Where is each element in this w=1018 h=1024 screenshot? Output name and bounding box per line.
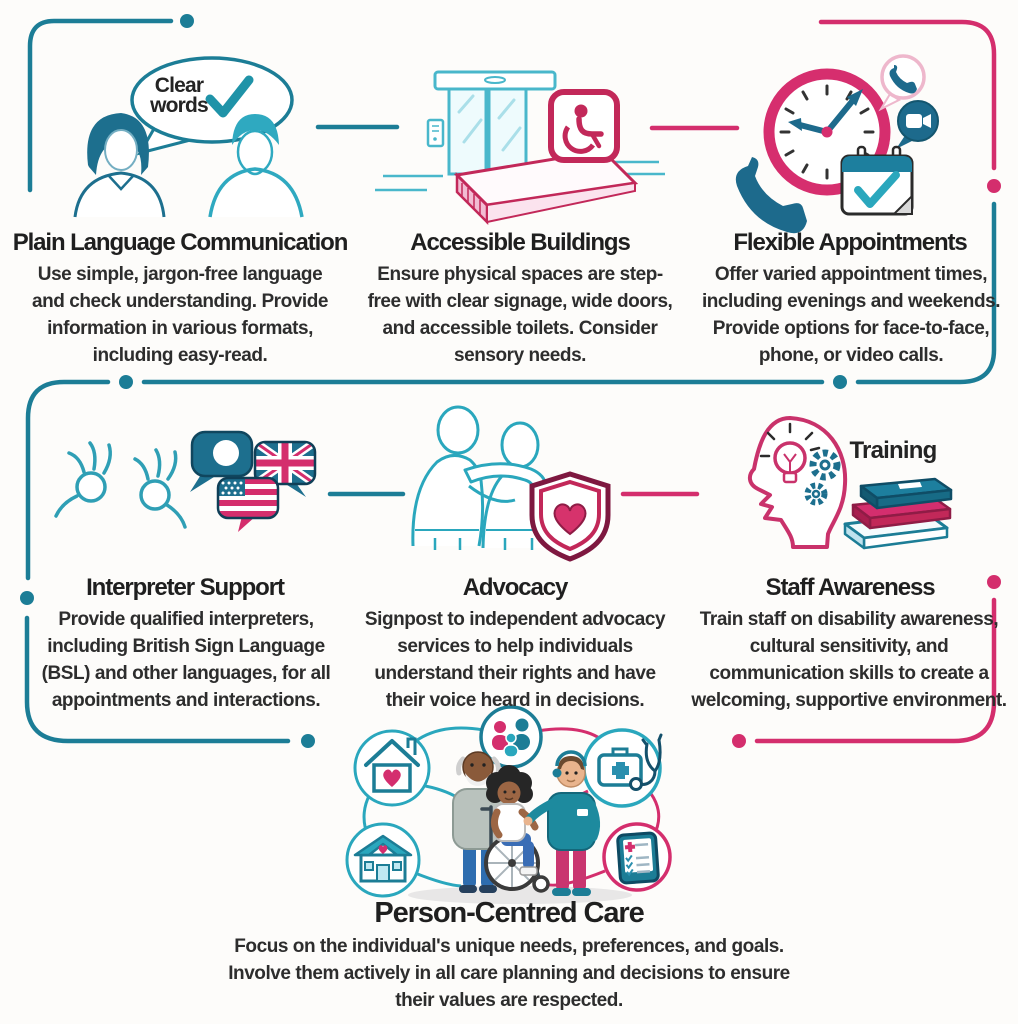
keypad-icon xyxy=(426,118,445,148)
section-body-staff-awareness: Train staff on disability awareness, cul… xyxy=(691,609,1007,711)
flexible-appointments-icon xyxy=(735,54,939,234)
stethoscope-icon xyxy=(629,733,663,791)
carer-figure xyxy=(523,750,601,896)
chat-bubble-icon xyxy=(190,430,254,492)
man-hair xyxy=(232,114,279,145)
staff-awareness-icon xyxy=(747,416,953,550)
woman-face xyxy=(104,129,138,171)
calendar-check-icon xyxy=(840,145,914,216)
section-title-flexible-appointments: Flexible Appointments xyxy=(733,229,967,256)
care-group-illustration xyxy=(452,750,601,896)
person-centred-care-illustration xyxy=(345,705,672,904)
plain-language-icon xyxy=(73,56,304,218)
pink-dots xyxy=(732,179,1001,748)
section-title-advocacy: Advocacy xyxy=(462,574,569,601)
row1-right-teal xyxy=(855,201,997,385)
woman-wheelchair-figure xyxy=(480,765,550,893)
wheelchair-sign-icon xyxy=(548,89,620,163)
phone-bubble-icon xyxy=(878,54,926,112)
teal-dots xyxy=(20,14,847,748)
row2-left-frame-lower xyxy=(24,615,291,744)
family-group-icon xyxy=(492,718,530,758)
phone-handset-icon xyxy=(735,157,807,234)
gear-icon xyxy=(804,449,841,506)
section-body-advocacy: Signpost to independent advocacy service… xyxy=(364,609,666,711)
video-call-bubble-icon xyxy=(896,100,939,149)
top-left-frame xyxy=(27,18,174,193)
section-body-flexible-appointments: Offer varied appointment times, includin… xyxy=(701,264,1001,366)
accessible-buildings-icon xyxy=(375,70,665,226)
row2-right-frame xyxy=(754,597,997,744)
section-title-interpreter-support: Interpreter Support xyxy=(86,574,285,601)
us-flag-bubble-icon xyxy=(216,476,280,532)
care-checklist-tablet-icon xyxy=(616,831,660,885)
checkmark-icon xyxy=(205,75,254,118)
section-title-plain-language: Plain Language Communication xyxy=(12,229,349,256)
section-body-accessible-buildings: Ensure physical spaces are step-free wit… xyxy=(367,264,673,366)
head-idea-gears-icon xyxy=(747,416,848,549)
books-stack-icon xyxy=(843,477,953,550)
home-heart-icon xyxy=(364,737,420,793)
arc-tablet-centre xyxy=(548,869,606,887)
man-body xyxy=(208,167,304,218)
woman-hair xyxy=(87,113,149,175)
lightbulb-icon xyxy=(759,422,821,484)
clinic-icon xyxy=(353,834,413,883)
speech-bubble-label: Clear words xyxy=(150,74,209,117)
section-body-interpreter-support: Provide qualified interpreters, includin… xyxy=(41,609,331,711)
minute-hand xyxy=(824,96,857,135)
man-face xyxy=(236,129,274,175)
supporting-people-icon xyxy=(411,405,560,550)
top-right-frame xyxy=(818,19,997,171)
interpreter-support-icon xyxy=(54,430,317,532)
advocacy-icon xyxy=(411,405,611,562)
section-body-plain-language: Use simple, jargon-free language and che… xyxy=(31,264,328,366)
section-title-staff-awareness: Staff Awareness xyxy=(765,574,936,601)
sign-language-hands-icon xyxy=(54,441,187,529)
arc-clinic-centre xyxy=(414,871,462,888)
woman-body xyxy=(73,171,166,218)
section-title-person-centred-care: Person-Centred Care xyxy=(374,897,644,929)
door-header xyxy=(433,70,557,91)
section-body-person-centred-care: Focus on the individual's unique needs, … xyxy=(228,936,790,1011)
first-aid-kit-icon xyxy=(597,747,643,787)
section-title-accessible-buildings: Accessible Buildings xyxy=(410,229,631,256)
woman-collar xyxy=(108,175,134,191)
training-label: Training xyxy=(849,437,938,464)
row2-left-frame xyxy=(25,379,111,581)
ground-lines xyxy=(375,160,665,192)
shield-heart-icon xyxy=(529,471,611,562)
